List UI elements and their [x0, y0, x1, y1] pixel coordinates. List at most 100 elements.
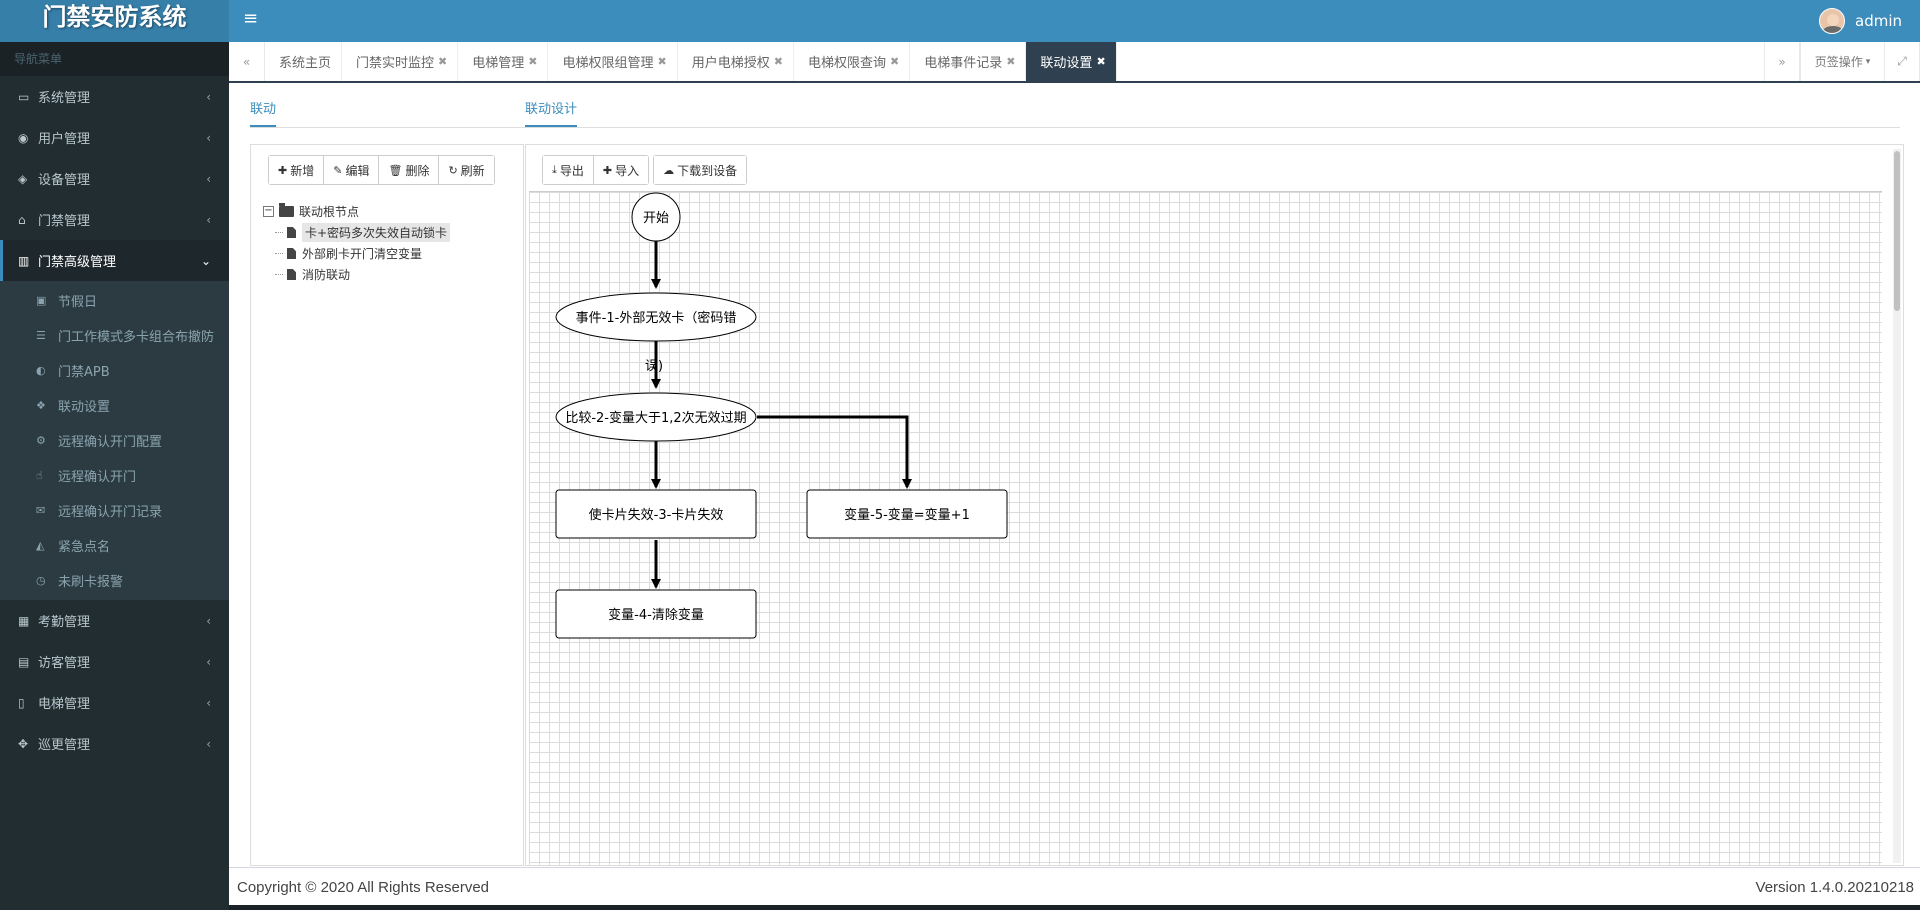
tab-label: 联动设置 — [1040, 56, 1093, 71]
flow-node-label-overflow: 误) — [645, 359, 663, 374]
close-icon[interactable]: ✖ — [1096, 55, 1106, 68]
tree-root-label: 联动根节点 — [299, 205, 360, 219]
submenu-item-label: 门禁APB — [58, 365, 110, 380]
sidebar-item-access[interactable]: ⌂ 门禁管理 ‹ — [0, 199, 229, 240]
sidebar-item-access-advanced[interactable]: ▥ 门禁高级管理 ⌄ — [0, 240, 229, 281]
submenu-item-roll-call[interactable]: ◭ 紧急点名 — [0, 528, 229, 563]
submenu-item-label: 未刷卡报警 — [58, 575, 124, 590]
download-to-device-button[interactable]: ☁下载到设备 — [654, 156, 747, 184]
chevron-left-icon: ‹ — [206, 613, 211, 628]
footer-divider — [229, 905, 1920, 910]
submenu-item-remote-open[interactable]: ☝ 远程确认开门 — [0, 458, 229, 493]
tab-label: 用户电梯授权 — [691, 56, 770, 71]
file-icon — [287, 248, 296, 259]
download-group: ☁下载到设备 — [653, 155, 748, 185]
app-title: 门禁安防系统 — [0, 0, 229, 42]
sidebar-item-devices[interactable]: ◈ 设备管理 ‹ — [0, 158, 229, 199]
tree-node[interactable]: 卡+密码多次失效自动锁卡 — [263, 222, 451, 243]
sidebar-item-attendance[interactable]: ▦ 考勤管理 ‹ — [0, 600, 229, 641]
flow-node-event[interactable]: 事件-1-外部无效卡（密码错 误) — [555, 292, 757, 374]
page-ops-dropdown[interactable]: 页签操作▾ — [1800, 42, 1884, 81]
refresh-button[interactable]: ↻刷新 — [439, 156, 494, 184]
tab-list: 系统主页 门禁实时监控✖ 电梯管理✖ 电梯权限组管理✖ 用户电梯授权✖ 电梯权限… — [265, 42, 1764, 81]
sidebar-item-users[interactable]: ◉ 用户管理 ‹ — [0, 117, 229, 158]
chevron-down-icon: ⌄ — [200, 253, 211, 268]
submenu-item-label: 联动设置 — [58, 400, 111, 415]
folder-open-icon — [279, 203, 294, 217]
tree-node[interactable]: 外部刷卡开门清空变量 — [263, 243, 450, 264]
submenu-item-remote-config[interactable]: ⚙ 远程确认开门配置 — [0, 423, 229, 458]
scrollbar-thumb[interactable] — [1894, 151, 1900, 311]
flow-node-label: 变量-4-清除变量 — [608, 607, 704, 623]
submenu-item-holidays[interactable]: ▣ 节假日 — [0, 283, 229, 318]
tabs-scroll-left-icon[interactable]: « — [229, 42, 265, 81]
menu-toggle-icon[interactable]: ≡ — [243, 8, 259, 29]
close-icon[interactable]: ✖ — [1006, 55, 1016, 68]
tab-label: 电梯权限组管理 — [562, 56, 654, 71]
subtab-linkage-design[interactable]: 联动设计 — [525, 98, 578, 127]
chevron-left-icon: ‹ — [206, 130, 211, 145]
close-icon[interactable]: ✖ — [438, 55, 448, 68]
submenu-item-no-swipe-alarm[interactable]: ◷ 未刷卡报警 — [0, 563, 229, 598]
version-text: Version 1.4.0.20210218 — [1755, 879, 1914, 896]
collapse-icon[interactable]: − — [263, 205, 274, 217]
flow-canvas[interactable]: 开始 事件-1-外部无效卡（密码错 误) 比较-2-变量大于1,2次无效过期 使… — [529, 191, 1882, 865]
flow-node-compare[interactable]: 比较-2-变量大于1,2次无效过期 — [555, 392, 757, 442]
tab-home[interactable]: 系统主页 — [265, 42, 343, 81]
import-button[interactable]: ✚导入 — [593, 156, 649, 184]
tree-node[interactable]: 消防联动 — [263, 264, 450, 285]
vertical-scrollbar[interactable] — [1893, 149, 1901, 863]
close-icon[interactable]: ✖ — [889, 55, 900, 68]
tab-linkage-settings[interactable]: 联动设置✖ — [1026, 42, 1117, 81]
export-button[interactable]: ⤓导出 — [543, 156, 594, 184]
linkage-designer-panel: ⤓导出 ✚导入 ☁下载到设备 — [525, 144, 1904, 866]
tab-elevator-query[interactable]: 电梯权限查询✖ — [794, 42, 911, 81]
submenu-item-apb[interactable]: ◐ 门禁APB — [0, 353, 229, 388]
content-subtabs: 联动 联动设计 — [250, 83, 1900, 128]
submenu-item-remote-records[interactable]: ✉ 远程确认开门记录 — [0, 493, 229, 528]
envelope-icon: ✉ — [36, 504, 46, 517]
tab-elevator[interactable]: 电梯管理✖ — [458, 42, 549, 81]
monitor-icon: ▭ — [18, 89, 30, 104]
add-label: 新增 — [290, 163, 315, 178]
flow-node-start[interactable]: 开始 — [631, 192, 681, 242]
tabs-scroll-right-icon[interactable]: » — [1764, 42, 1800, 81]
submenu: ▣ 节假日 ☰ 门工作模式多卡组合布撤防 ◐ 门禁APB ❖ 联动设置 ⚙ 远程… — [0, 281, 229, 600]
flow-node-invalidate-card[interactable]: 使卡片失效-3-卡片失效 — [555, 489, 757, 539]
cogs-icon: ⚙ — [36, 434, 46, 447]
clock-icon: ◷ — [36, 574, 46, 587]
tab-elevator-groups[interactable]: 电梯权限组管理✖ — [548, 42, 678, 81]
plus-icon: ✚ — [278, 163, 288, 177]
tree-toolbar: ✚新增 ✎编辑 🗑删除 ↻刷新 — [268, 155, 495, 185]
sidebar-item-visitors[interactable]: ▤ 访客管理 ‹ — [0, 641, 229, 682]
tree-root[interactable]: − 联动根节点 — [263, 201, 450, 222]
close-icon[interactable]: ✖ — [773, 55, 783, 68]
sidebar-item-elevator[interactable]: ▯ 电梯管理 ‹ — [0, 682, 229, 723]
tab-user-elevator-auth[interactable]: 用户电梯授权✖ — [678, 42, 794, 81]
flow-node-increment[interactable]: 变量-5-变量=变量+1 — [806, 489, 1008, 539]
import-export-group: ⤓导出 ✚导入 — [542, 155, 650, 185]
add-button[interactable]: ✚新增 — [269, 156, 325, 184]
tab-label: 电梯事件记录 — [924, 56, 1003, 71]
tab-realtime-monitor[interactable]: 门禁实时监控✖ — [342, 42, 459, 81]
sidebar-item-system[interactable]: ▭ 系统管理 ‹ — [0, 76, 229, 117]
submenu-item-linkage[interactable]: ❖ 联动设置 — [0, 388, 229, 423]
close-icon[interactable]: ✖ — [528, 55, 538, 68]
flow-node-clear-variable[interactable]: 变量-4-清除变量 — [555, 589, 757, 639]
calendar-grid-icon: ▦ — [18, 613, 30, 628]
sidebar-item-label: 系统管理 — [38, 91, 91, 106]
subtab-linkage[interactable]: 联动 — [250, 98, 277, 127]
delete-button[interactable]: 🗑删除 — [379, 156, 440, 184]
connector-compare-increment[interactable] — [757, 415, 912, 489]
edit-button[interactable]: ✎编辑 — [324, 156, 380, 184]
submenu-item-door-mode[interactable]: ☰ 门工作模式多卡组合布撤防 — [0, 318, 229, 353]
sidebar-item-patrol[interactable]: ✥ 巡更管理 ‹ — [0, 723, 229, 764]
tab-elevator-events[interactable]: 电梯事件记录✖ — [910, 42, 1027, 81]
user-menu[interactable]: admin — [1819, 4, 1902, 38]
fullscreen-icon[interactable]: ⤢ — [1884, 42, 1920, 81]
avatar[interactable] — [1819, 8, 1845, 34]
username[interactable]: admin — [1855, 12, 1902, 30]
import-label: 导入 — [615, 163, 640, 178]
close-icon[interactable]: ✖ — [657, 55, 667, 68]
tabs-right-controls: » 页签操作▾ ⤢ — [1764, 42, 1920, 81]
